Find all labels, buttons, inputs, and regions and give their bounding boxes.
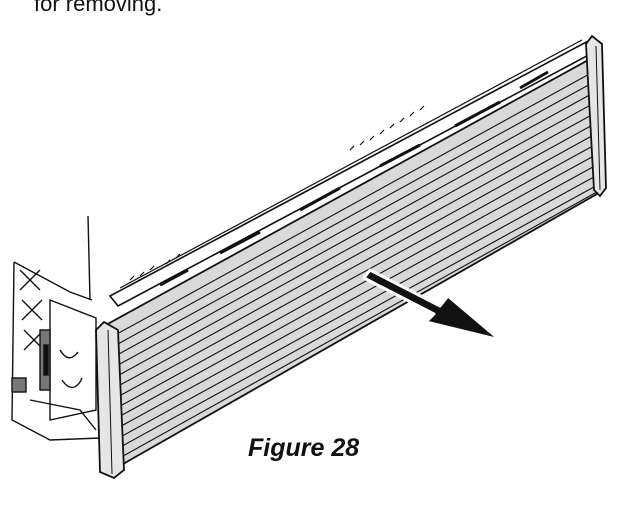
- unit-housing: [11, 215, 101, 441]
- removal-arrow-icon: [362, 268, 502, 342]
- filter-panel[interactable]: [95, 34, 607, 480]
- figure-caption: Figure 28: [248, 434, 360, 462]
- instruction-text-fragment: for removing.: [34, 0, 163, 16]
